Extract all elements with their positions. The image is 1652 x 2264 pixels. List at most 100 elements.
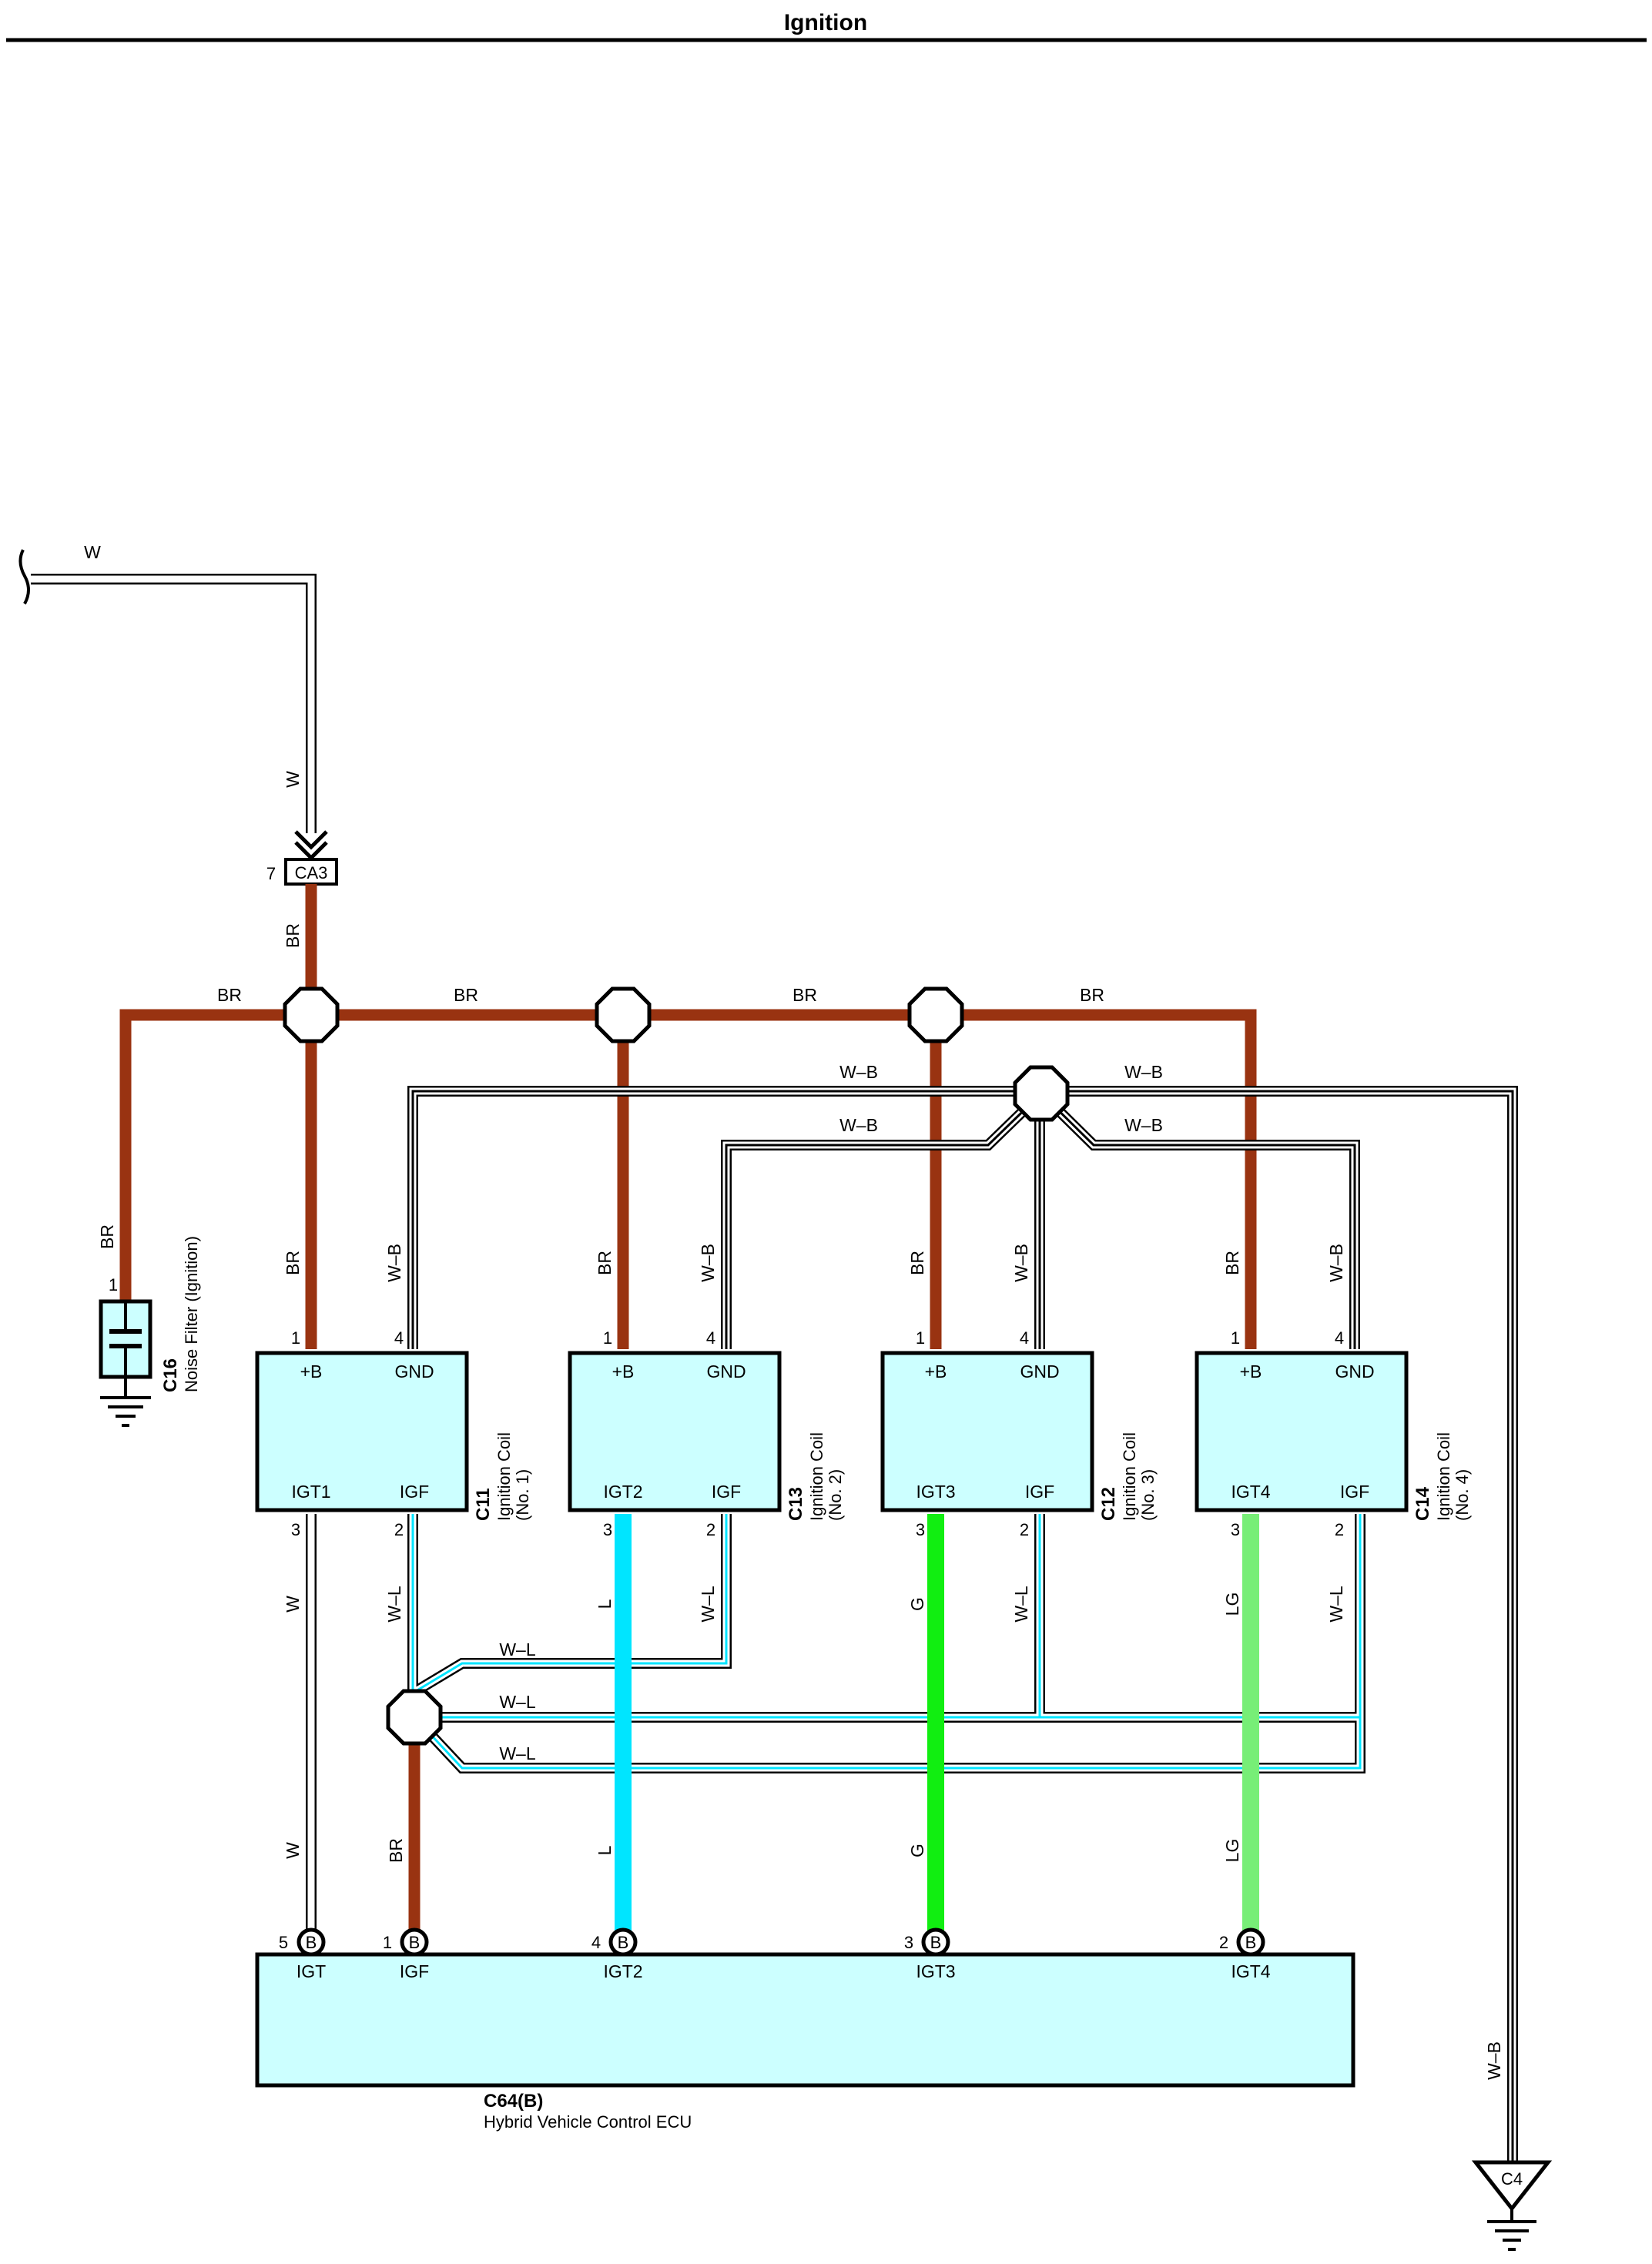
ecu-terminal-igt2: B 4 IGT2 (591, 1927, 643, 1981)
coil-2-igt: IGT2 (603, 1482, 642, 1502)
wire-label-wl-coil3: W–L (1011, 1586, 1031, 1623)
wire-label-br-filter: BR (97, 1224, 117, 1249)
page-title: Ignition (784, 10, 867, 35)
connector-ca3-pin: 7 (266, 864, 276, 883)
wire-label-br-ca3: BR (283, 923, 303, 948)
coil-3-pin-plus: 1 (916, 1328, 925, 1348)
ecu-terminal-igf-letter: B (409, 1933, 421, 1952)
coil-1-pin-plus: 1 (291, 1328, 300, 1348)
wire-label-br-bus-4: BR (1080, 985, 1104, 1005)
wire-label-br-coil3: BR (907, 1251, 927, 1275)
coil-1-code: C11 (473, 1488, 494, 1521)
wire-label-br-bus-3: BR (792, 985, 817, 1005)
coil-3-gnd: GND (1020, 1361, 1059, 1382)
coil-2-pin-gnd: 4 (706, 1328, 715, 1348)
ecu-terminal-igt: B 5 IGT (279, 1927, 326, 1981)
noise-filter-name: Noise Filter (Ignition) (182, 1236, 201, 1392)
noise-filter-code: C16 (160, 1358, 181, 1392)
ecu-terminal-igt3: B 3 IGT3 (904, 1927, 956, 1981)
coil-2-pin-igt: 3 (603, 1520, 612, 1539)
ecu-terminals: B 5 IGT B 1 IGF B 4 IGT2 B 3 IGT3 B 2 IG… (279, 1927, 1271, 1981)
coil-4-gnd: GND (1335, 1361, 1374, 1382)
coil-3-pin-gnd: 4 (1020, 1328, 1029, 1348)
coil-4-name: Ignition Coil (1434, 1432, 1453, 1521)
wire-label-br-coil2: BR (595, 1251, 615, 1275)
coil-2-plus-b: +B (612, 1361, 635, 1382)
coil-4-pin-igt: 3 (1231, 1520, 1240, 1539)
coil-2-pin-igf: 2 (706, 1520, 715, 1539)
wire-label-w-top: W (84, 542, 101, 562)
ecu-terminal-igt-letter: B (306, 1933, 317, 1952)
splice-wl (388, 1691, 441, 1743)
ecu-terminal-igt3-pin: 3 (904, 1933, 913, 1952)
ecu-terminal-igt3-label: IGT3 (916, 1961, 955, 1981)
wire-label-wb-top-left: W–B (839, 1062, 878, 1082)
wire-label-wl-h3: W–L (499, 1743, 536, 1763)
coil-2-name: Ignition Coil (807, 1432, 826, 1521)
wire-label-l-upper: L (595, 1599, 615, 1609)
wire-label-wl-coil4: W–L (1326, 1586, 1346, 1623)
ground-c4-label: C4 (1501, 2169, 1523, 2189)
wire-label-wb-top-right: W–B (1124, 1062, 1163, 1082)
coil-3-pin-igt: 3 (916, 1520, 925, 1539)
coil-1-gnd: GND (394, 1361, 434, 1382)
connector-ca3 (284, 830, 338, 886)
coil-2-sub: (No. 2) (826, 1469, 845, 1521)
ecu-terminal-igt3-letter: B (930, 1933, 942, 1952)
splice-br-2 (597, 989, 649, 1041)
coil-1-igt: IGT1 (291, 1482, 330, 1502)
coil-3-plus-b: +B (925, 1361, 947, 1382)
wire-label-br-coil4: BR (1222, 1251, 1242, 1275)
coil-3-sub: (No. 3) (1138, 1469, 1158, 1521)
ecu-terminal-igt2-label: IGT2 (603, 1961, 642, 1981)
coil-3-pin-igf: 2 (1020, 1520, 1029, 1539)
wire-label-wl-h2: W–L (499, 1692, 536, 1712)
wire-label-w-igt1-lower: W (283, 1842, 303, 1859)
coil-4-igf: IGF (1340, 1482, 1369, 1502)
coil-2-pin-plus: 1 (603, 1328, 612, 1348)
ecu-terminal-igt4-pin: 2 (1219, 1933, 1228, 1952)
splice-br-3 (910, 989, 962, 1041)
wire-label-wb-coil3: W–B (1011, 1244, 1031, 1282)
coil-3-name: Ignition Coil (1120, 1432, 1139, 1521)
splice-wb (1015, 1067, 1067, 1120)
ecu-terminal-igf: B 1 IGF (383, 1927, 429, 1981)
ecu-terminal-igt4-letter: B (1245, 1933, 1257, 1952)
ecu-terminal-igt4: B 2 IGT4 (1219, 1927, 1271, 1981)
coil-1-sub: (No. 1) (513, 1469, 532, 1521)
wire-label-w-vertical: W (283, 771, 303, 788)
coil-1: +B GND IGT1 IGF 1 4 3 2 C11 Ignition Coi… (255, 1328, 532, 1539)
wire-wl-igf (407, 1514, 1365, 1773)
wire-label-lg-upper: LG (1222, 1593, 1242, 1616)
noise-filter-pin: 1 (109, 1275, 118, 1294)
noise-filter-capacitor-icon (99, 1299, 152, 1379)
wire-label-lg-lower: LG (1222, 1839, 1242, 1863)
wire-label-wb-coil2: W–B (698, 1244, 718, 1282)
coil-4-box (1195, 1351, 1409, 1512)
coil-3-igt: IGT3 (916, 1482, 955, 1502)
coil-2-box (568, 1351, 782, 1512)
ecu-code: C64(B) (484, 2091, 543, 2112)
coil-3-code: C12 (1098, 1487, 1119, 1521)
coil-3-box (880, 1351, 1094, 1512)
ground-c4-icon (1471, 2160, 1553, 2251)
coil-3: +B GND IGT3 IGF 1 4 3 2 C12 Ignition Coi… (880, 1328, 1158, 1539)
coil-4-pin-gnd: 4 (1335, 1328, 1344, 1348)
coil-1-pin-igt: 3 (291, 1520, 300, 1539)
ecu-terminal-igf-pin: 1 (383, 1933, 392, 1952)
coil-1-pin-gnd: 4 (394, 1328, 404, 1348)
splice-br-1 (285, 989, 337, 1041)
coil-3-igf: IGF (1025, 1482, 1054, 1502)
wire-label-g-lower: G (907, 1844, 927, 1857)
coil-2-gnd: GND (706, 1361, 746, 1382)
ecu-terminal-igf-label: IGF (400, 1961, 429, 1981)
coil-4: +B GND IGT4 IGF 1 4 3 2 C14 Ignition Coi… (1195, 1328, 1472, 1539)
wire-label-wb-coil4: W–B (1326, 1244, 1346, 1282)
wire-br-bus (119, 884, 1257, 1349)
wire-label-wl-coil2: W–L (698, 1586, 718, 1623)
wire-label-br-igf-ecu: BR (386, 1838, 406, 1863)
wire-label-wb-mid-right: W–B (1124, 1115, 1163, 1135)
ecu-terminal-igt2-pin: 4 (591, 1933, 601, 1952)
wire-label-br-coil1: BR (283, 1251, 303, 1275)
